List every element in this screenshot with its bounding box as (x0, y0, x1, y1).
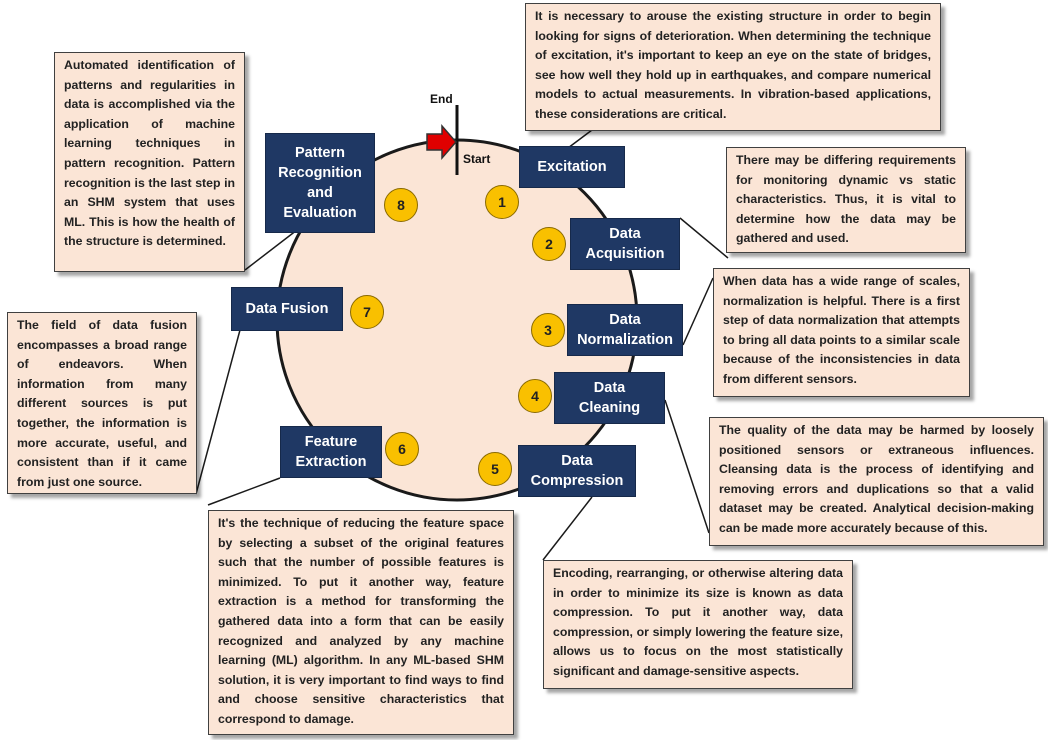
connector-extraction (207, 477, 281, 506)
step-label-line: Normalization (577, 332, 673, 348)
step-label-line: Evaluation (283, 205, 357, 221)
step-label-line: Data (609, 312, 641, 328)
connector-normalization (682, 277, 714, 346)
end-label: End (430, 92, 453, 106)
step-box-data-acquisition: Data Acquisition (570, 218, 680, 270)
step-number-badge: 4 (518, 379, 552, 413)
step-box-feature-extraction: Feature Extraction (280, 426, 382, 478)
step-label-line: Excitation (537, 159, 607, 175)
step-label-line: Compression (530, 473, 624, 489)
excitation-description: It is necessary to arouse the existing s… (525, 3, 941, 131)
step-label-line: Feature (304, 434, 358, 450)
step-box-data-normalization: Data Normalization (567, 304, 683, 356)
connector-fusion (195, 329, 241, 495)
step-number-badge: 6 (385, 432, 419, 466)
step-box-data-cleaning: Data Cleaning (554, 372, 665, 424)
step-label-line: Acquisition (585, 246, 665, 262)
start-label: Start (463, 152, 491, 166)
step-label-line: Data (609, 226, 641, 242)
step-label-line: Recognition (278, 165, 362, 181)
pattern-description: Automated identification of patterns and… (54, 52, 245, 272)
acquisition-description: There may be differing requirements for … (726, 147, 966, 253)
compression-description: Encoding, rearranging, or otherwise alte… (543, 560, 853, 689)
step-label-line: and (307, 185, 333, 201)
step-box-data-fusion: Data Fusion (231, 287, 343, 331)
step-number-badge: 7 (350, 295, 384, 329)
normalization-description: When data has a wide range of scales, no… (713, 268, 970, 397)
step-label-line: Data Fusion (245, 301, 329, 317)
fusion-description: The field of data fusion encompasses a b… (7, 312, 197, 494)
connector-excitation (567, 129, 593, 149)
connector-compression (542, 496, 593, 561)
step-number-badge: 1 (485, 185, 519, 219)
step-label-line: Extraction (295, 454, 367, 470)
step-number-badge: 8 (384, 188, 418, 222)
step-label-line: Pattern (295, 145, 345, 161)
cycle-direction-arrow-icon (426, 124, 457, 160)
cleaning-description: The quality of the data may be harmed by… (709, 417, 1044, 546)
step-number-badge: 3 (531, 313, 565, 347)
step-number-badge: 2 (532, 227, 566, 261)
step-box-data-compression: Data Compression (518, 445, 636, 497)
connector-cleaning (664, 399, 710, 534)
step-label-line: Data (561, 453, 593, 469)
step-box-pattern-recognition: Pattern Recognition and Evaluation (265, 133, 375, 233)
step-number-badge: 5 (478, 452, 512, 486)
connector-acquisition (679, 217, 729, 259)
extraction-description: It's the technique of reducing the featu… (208, 510, 514, 735)
step-label-line: Data (593, 380, 626, 396)
step-box-excitation: Excitation (519, 146, 625, 188)
step-label-line: Cleaning (578, 400, 641, 416)
